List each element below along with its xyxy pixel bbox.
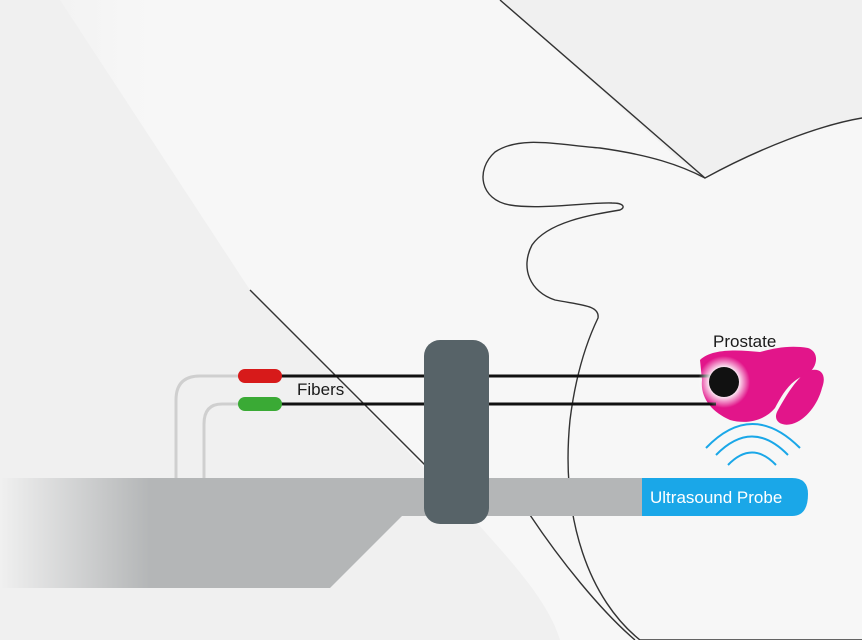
left-fade <box>0 0 150 640</box>
fibers-label: Fibers <box>297 380 344 399</box>
prostate-label: Prostate <box>713 332 776 351</box>
fiber-cable-green <box>202 402 240 478</box>
fiber-connector-green <box>238 397 282 411</box>
fiber-connector-red <box>238 369 282 383</box>
guide-block <box>424 340 489 524</box>
ultrasound-probe-label: Ultrasound Probe <box>650 488 782 507</box>
body-outline-upper <box>499 0 862 179</box>
skin-line-lower <box>529 514 636 640</box>
probe-tip <box>642 478 808 516</box>
ultrasound-waves <box>705 423 801 466</box>
fiber-cable-red <box>174 374 240 478</box>
tumor-target <box>709 367 739 397</box>
anatomy-outline <box>482 141 862 640</box>
skin-line <box>249 289 441 481</box>
